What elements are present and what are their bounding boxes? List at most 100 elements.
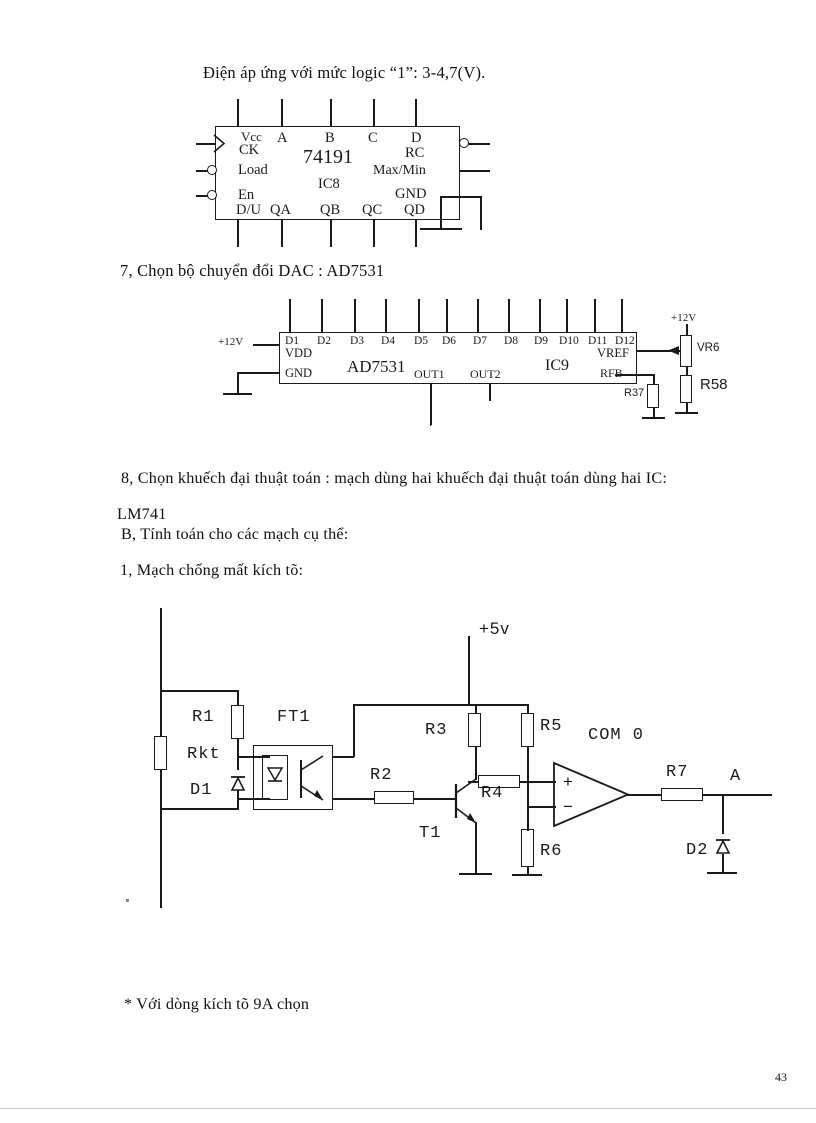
label-vr6: VR6 xyxy=(697,342,720,354)
r4-left-lead xyxy=(468,781,479,783)
label-vcc: Vcc xyxy=(241,129,262,144)
pin-lead-load xyxy=(196,170,209,172)
resistor-r3 xyxy=(468,713,481,747)
ground-symbol-r58 xyxy=(675,412,698,420)
label-supply-5v: +5v xyxy=(479,619,510,638)
t1-emitter-lead xyxy=(475,822,477,874)
r3-bottom-lead xyxy=(475,746,477,758)
label-r1: R1 xyxy=(192,708,215,727)
d2-top-lead xyxy=(722,794,724,834)
out2-lead xyxy=(489,383,491,401)
ground-symbol-d2 xyxy=(707,872,737,880)
ground-symbol-r37 xyxy=(642,417,665,425)
label-vref: VREF xyxy=(597,346,629,360)
divider-node-wire xyxy=(527,757,529,807)
section-1-heading: 1, Mạch chống mất kích tõ: xyxy=(120,561,304,579)
resistor-r58 xyxy=(680,375,692,403)
resistor-r37 xyxy=(647,384,659,408)
r37-bottom-lead xyxy=(653,407,655,418)
pin-lead-d5 xyxy=(418,299,420,333)
label-load: Load xyxy=(238,162,268,178)
pin-lead-d11 xyxy=(594,299,596,333)
pin-lead-ck xyxy=(196,143,216,145)
rail-to-r5 xyxy=(468,704,528,706)
ground-symbol-r6 xyxy=(512,874,542,882)
pin-lead-d3 xyxy=(354,299,356,333)
r1-bottom-lead xyxy=(237,738,239,756)
label-r7: R7 xyxy=(666,763,689,782)
opto-led-icon xyxy=(266,767,284,782)
pin-lead-a xyxy=(281,99,283,127)
divider-to-opamp-minus xyxy=(527,806,556,808)
resistor-r6 xyxy=(521,829,534,867)
label-r6: R6 xyxy=(540,842,563,861)
opamp-part-label: COM 0 xyxy=(588,726,645,745)
label-gnd-ad7531: GND xyxy=(285,366,313,380)
pin-lead-qb xyxy=(330,219,332,247)
ground-symbol-ad7531 xyxy=(223,393,252,403)
opamp-triangle-icon xyxy=(553,761,631,828)
rfb-wire xyxy=(615,374,654,376)
label-r2: R2 xyxy=(370,766,393,785)
label-d2: D2 xyxy=(317,335,332,347)
pin-lead-maxmin xyxy=(459,170,490,172)
t1-collector-lead xyxy=(475,756,477,780)
pin-lead-qc xyxy=(373,219,375,247)
label-r37: R37 xyxy=(624,387,645,399)
resistor-r7 xyxy=(661,788,703,801)
label-r58: R58 xyxy=(700,376,728,393)
pin-lead-qa xyxy=(281,219,283,247)
label-b: B xyxy=(325,130,335,146)
out1-lead xyxy=(430,383,432,425)
opto-collector-riser xyxy=(353,704,355,757)
label-d10: D10 xyxy=(559,335,579,347)
opto-led-frame xyxy=(262,755,288,800)
label-r4: R4 xyxy=(481,784,504,803)
opamp-output-wire xyxy=(627,794,662,796)
label-d4: D4 xyxy=(381,335,396,347)
pin-lead-c xyxy=(373,99,375,127)
pin-lead-d xyxy=(415,99,417,127)
pin-lead-rc xyxy=(468,143,490,145)
pin-lead-d10 xyxy=(566,299,568,333)
label-qa: QA xyxy=(270,202,291,218)
bottom-note: * Với dòng kích tõ 9A chọn xyxy=(124,995,310,1013)
footer-divider xyxy=(0,1108,816,1109)
label-en: En xyxy=(238,187,255,203)
opto-emitter-wire xyxy=(332,798,374,800)
gnd-stub xyxy=(440,228,442,229)
label-r5: R5 xyxy=(540,717,563,736)
resistor-r5 xyxy=(521,713,534,747)
section-7-heading: 7, Chọn bộ chuyển đổi DAC : AD7531 xyxy=(120,261,385,280)
section-b-heading: B, Tính toán cho các mạch cụ thể: xyxy=(121,525,349,543)
supply-5v-rail xyxy=(468,636,470,704)
vdd-supply-wire xyxy=(253,344,280,346)
label-ck: CK xyxy=(239,142,260,158)
r1-top-wire xyxy=(160,690,238,692)
logic-voltage-line: Điện áp ứng với mức logic “1”: 3-4,7(V). xyxy=(203,63,486,82)
label-rkt: Rkt xyxy=(187,745,221,764)
label-qc: QC xyxy=(362,202,383,218)
label-d2: D2 xyxy=(686,841,709,860)
label-out2: OUT2 xyxy=(470,367,501,381)
r58-bottom-lead xyxy=(686,402,688,413)
label-a: A xyxy=(277,130,288,146)
label-d9: D9 xyxy=(534,335,549,347)
label-d11: D11 xyxy=(588,335,608,347)
chip-name-ad7531: AD7531 xyxy=(347,357,406,376)
pin-lead-d2 xyxy=(321,299,323,333)
gnd-top-bar xyxy=(440,196,482,198)
pin-lead-en xyxy=(196,195,209,197)
label-d1: D1 xyxy=(190,781,213,800)
ground-symbol-74191 xyxy=(420,228,462,240)
opamp-inverting-input-label: − xyxy=(563,797,573,816)
label-d12: D12 xyxy=(615,335,635,347)
pin-lead-d1 xyxy=(289,299,291,333)
r4-to-opamp-plus xyxy=(519,781,556,783)
pin-lead-du xyxy=(237,219,239,247)
bottom-return-wire xyxy=(160,808,238,810)
label-du: D/U xyxy=(236,202,261,218)
resistor-r2 xyxy=(374,791,414,804)
pin-lead-b xyxy=(330,99,332,127)
resistor-rkt xyxy=(154,736,167,770)
